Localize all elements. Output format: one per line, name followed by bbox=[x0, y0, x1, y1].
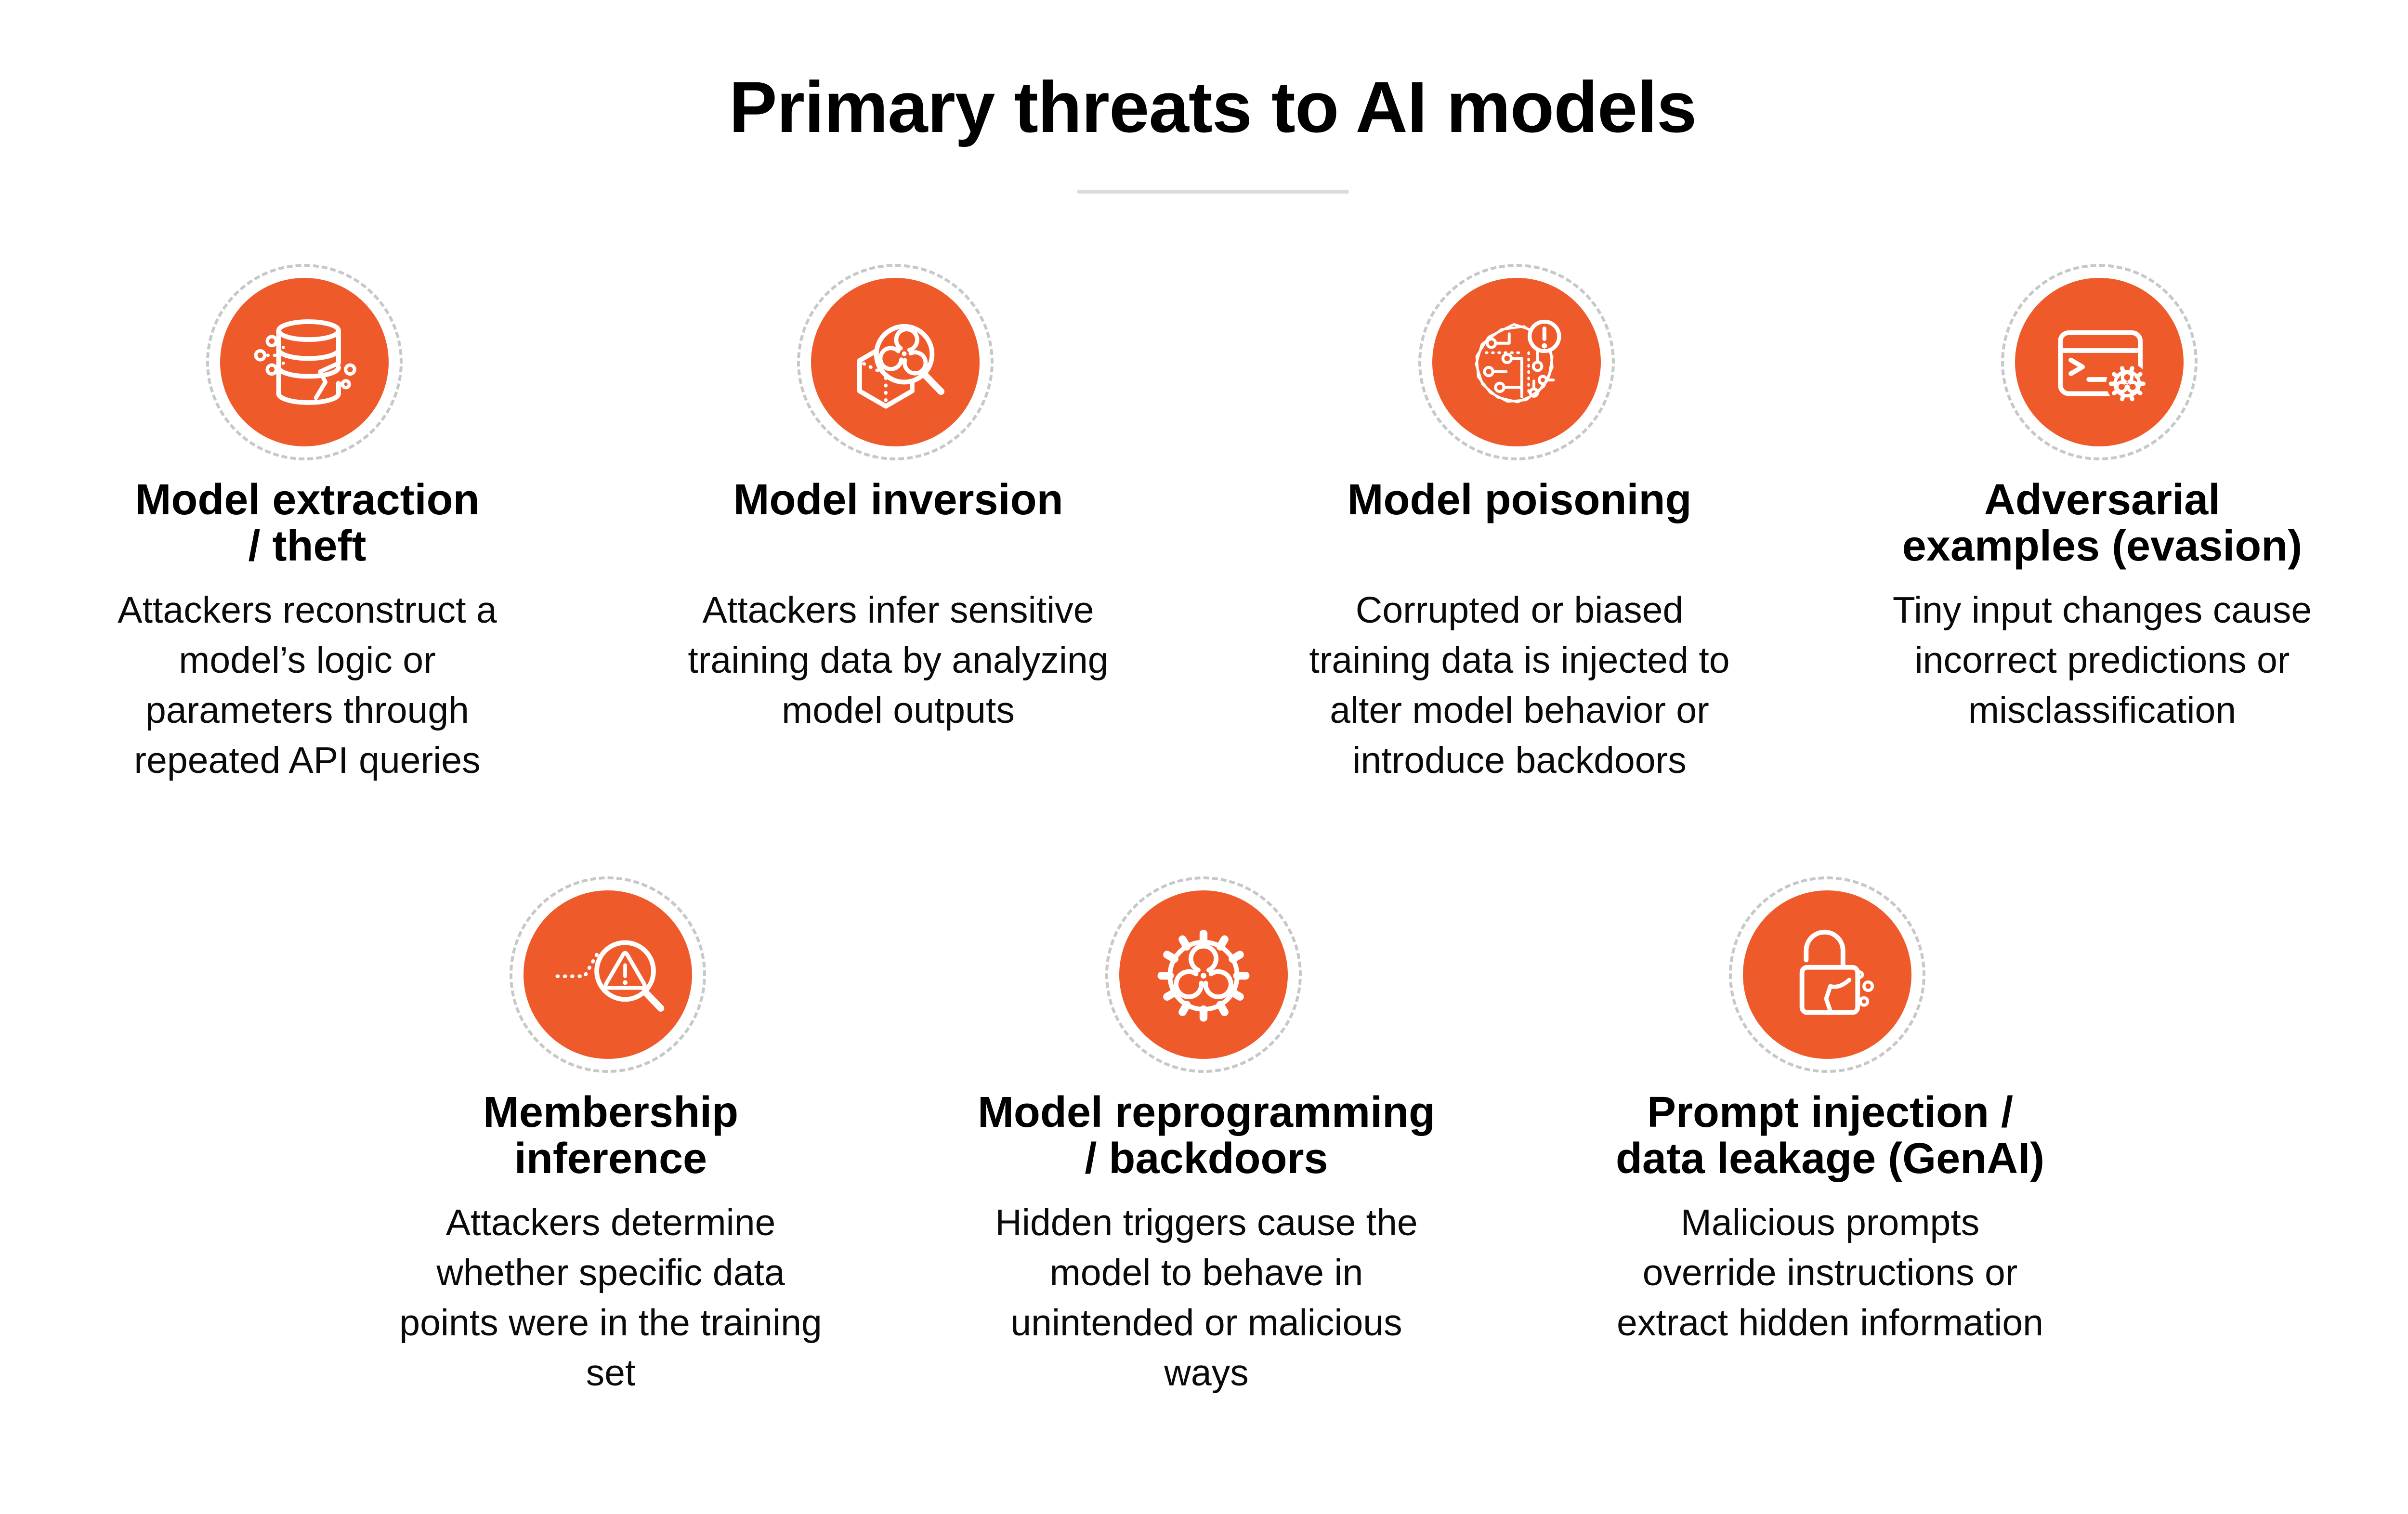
hexagon-magnifier-icon bbox=[857, 324, 944, 409]
icon-disc bbox=[1119, 890, 1288, 1059]
threat-description: Hidden triggers cause the model to behav… bbox=[995, 1202, 1418, 1394]
icon-disc bbox=[1432, 278, 1601, 446]
threat-title: Model inversion bbox=[733, 476, 1063, 524]
threat-title: Model extraction / theft bbox=[135, 476, 480, 570]
database-crack-icon bbox=[254, 319, 356, 405]
icon-ring bbox=[1729, 876, 1925, 1073]
threat-title: Prompt injection / data leakage (GenAI) bbox=[1615, 1088, 2045, 1183]
icon-disc bbox=[811, 278, 980, 446]
icon-disc bbox=[523, 890, 692, 1059]
threat-description: Tiny input changes cause incorrect predi… bbox=[1892, 589, 2312, 731]
circuit-alert-icon bbox=[1475, 319, 1561, 404]
threat-title: Model poisoning bbox=[1347, 476, 1692, 524]
icon-disc bbox=[220, 278, 389, 446]
pulse-magnifier-warning-icon bbox=[555, 940, 665, 1012]
threat-title: Membership inference bbox=[483, 1088, 739, 1183]
icon-ring bbox=[510, 876, 706, 1073]
terminal-biohazard-icon bbox=[2058, 330, 2148, 405]
open-padlock-leak-icon bbox=[1799, 929, 1874, 1015]
icon-ring bbox=[206, 264, 403, 460]
threat-description: Attackers reconstruct a model’s logic or… bbox=[118, 589, 497, 781]
threat-description: Attackers determine whether specific dat… bbox=[399, 1202, 822, 1394]
gear-biohazard-icon bbox=[1157, 929, 1250, 1022]
threat-title: Model reprogramming / backdoors bbox=[977, 1088, 1436, 1183]
title-divider bbox=[1077, 190, 1349, 194]
page-title: Primary threats to AI models bbox=[729, 66, 1697, 147]
icon-ring bbox=[2001, 264, 2198, 460]
threat-description: Malicious prompts override instructions … bbox=[1617, 1202, 2043, 1344]
icon-ring bbox=[1105, 876, 1302, 1073]
threat-description: Attackers infer sensitive training data … bbox=[688, 589, 1109, 731]
threat-title: Adversarial examples (evasion) bbox=[1902, 476, 2303, 570]
icon-ring bbox=[797, 264, 994, 460]
icon-disc bbox=[2015, 278, 2184, 446]
icon-ring bbox=[1418, 264, 1615, 460]
icon-disc bbox=[1743, 890, 1911, 1059]
threat-description: Corrupted or biased training data is inj… bbox=[1309, 589, 1730, 781]
